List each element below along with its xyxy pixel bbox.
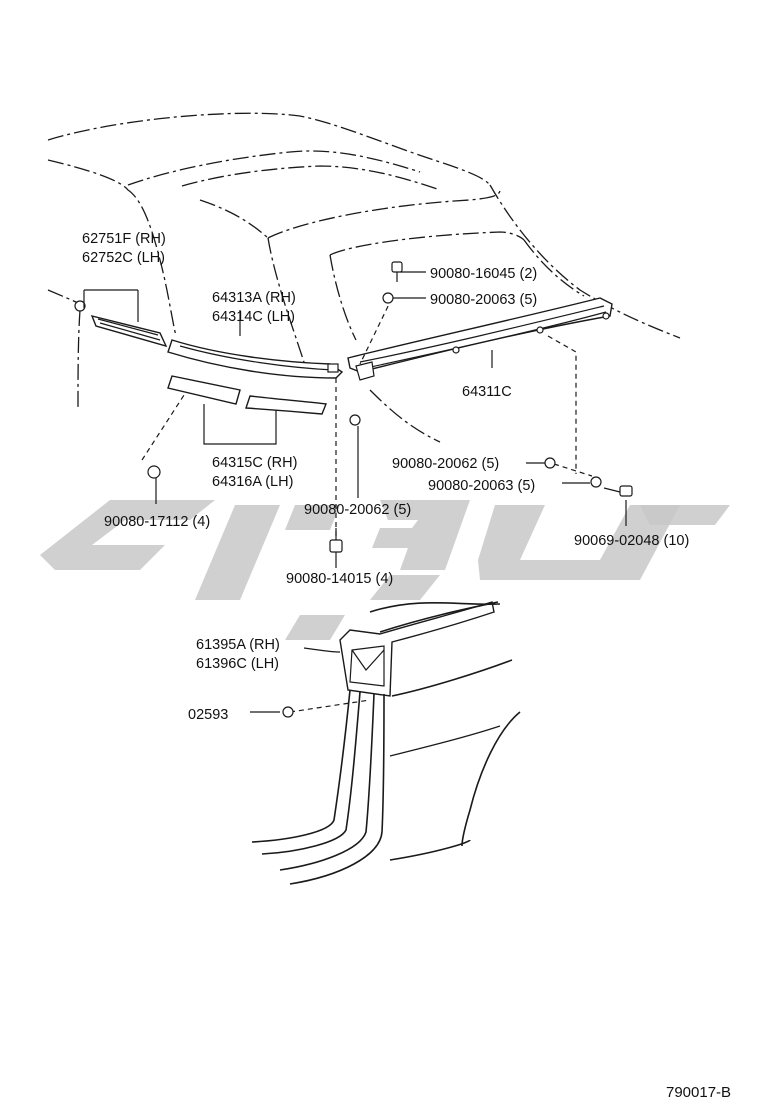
diagram-reference-number: 790017-B [666,1084,731,1101]
label-64311C: 64311C [462,384,512,400]
label-90080-20062-a: 90080-20062 (5) [392,456,499,472]
nut-icon [147,465,161,479]
nut-icon [349,414,361,426]
nut-icon [282,706,294,718]
rear-weatherstrip-part [347,297,613,381]
nut-icon [544,457,556,469]
screw-icon [391,261,403,282]
pillar-seal-part [339,601,495,697]
label-90080-14015: 90080-14015 (4) [286,571,393,587]
screw-icon [329,528,343,553]
leader-lines [83,271,627,713]
watermark-logo-icon [40,500,730,640]
label-02593: 02593 [188,707,228,723]
label-90069-02048: 90069-02048 (10) [574,533,689,549]
label-64316A: 64316A (LH) [212,474,293,490]
label-62751F: 62751F (RH) [82,231,166,247]
label-90080-16045: 90080-16045 (2) [430,266,537,282]
label-62752C: 62752C (LH) [82,250,165,266]
label-64313A: 64313A (RH) [212,290,296,306]
label-90080-20062-b: 90080-20062 (5) [304,502,411,518]
label-64314C: 64314C (LH) [212,309,295,325]
quarter-molding-part [74,300,168,348]
side-weatherstrip-part [167,339,344,379]
car-body-outline [251,601,521,885]
screw-icon [603,485,633,497]
label-61395A: 61395A (RH) [196,637,280,653]
convertible-top-outline [47,112,681,443]
retainer-strips-part [167,375,327,415]
nut-icon [382,292,394,304]
label-90080-20063-b: 90080-20063 (5) [428,478,535,494]
nut-icon [590,476,602,488]
label-90080-17112: 90080-17112 (4) [104,514,210,530]
label-90080-20063-a: 90080-20063 (5) [430,292,537,308]
fasteners [147,261,633,718]
label-64315C: 64315C (RH) [212,455,297,471]
label-61396C: 61396C (LH) [196,656,279,672]
